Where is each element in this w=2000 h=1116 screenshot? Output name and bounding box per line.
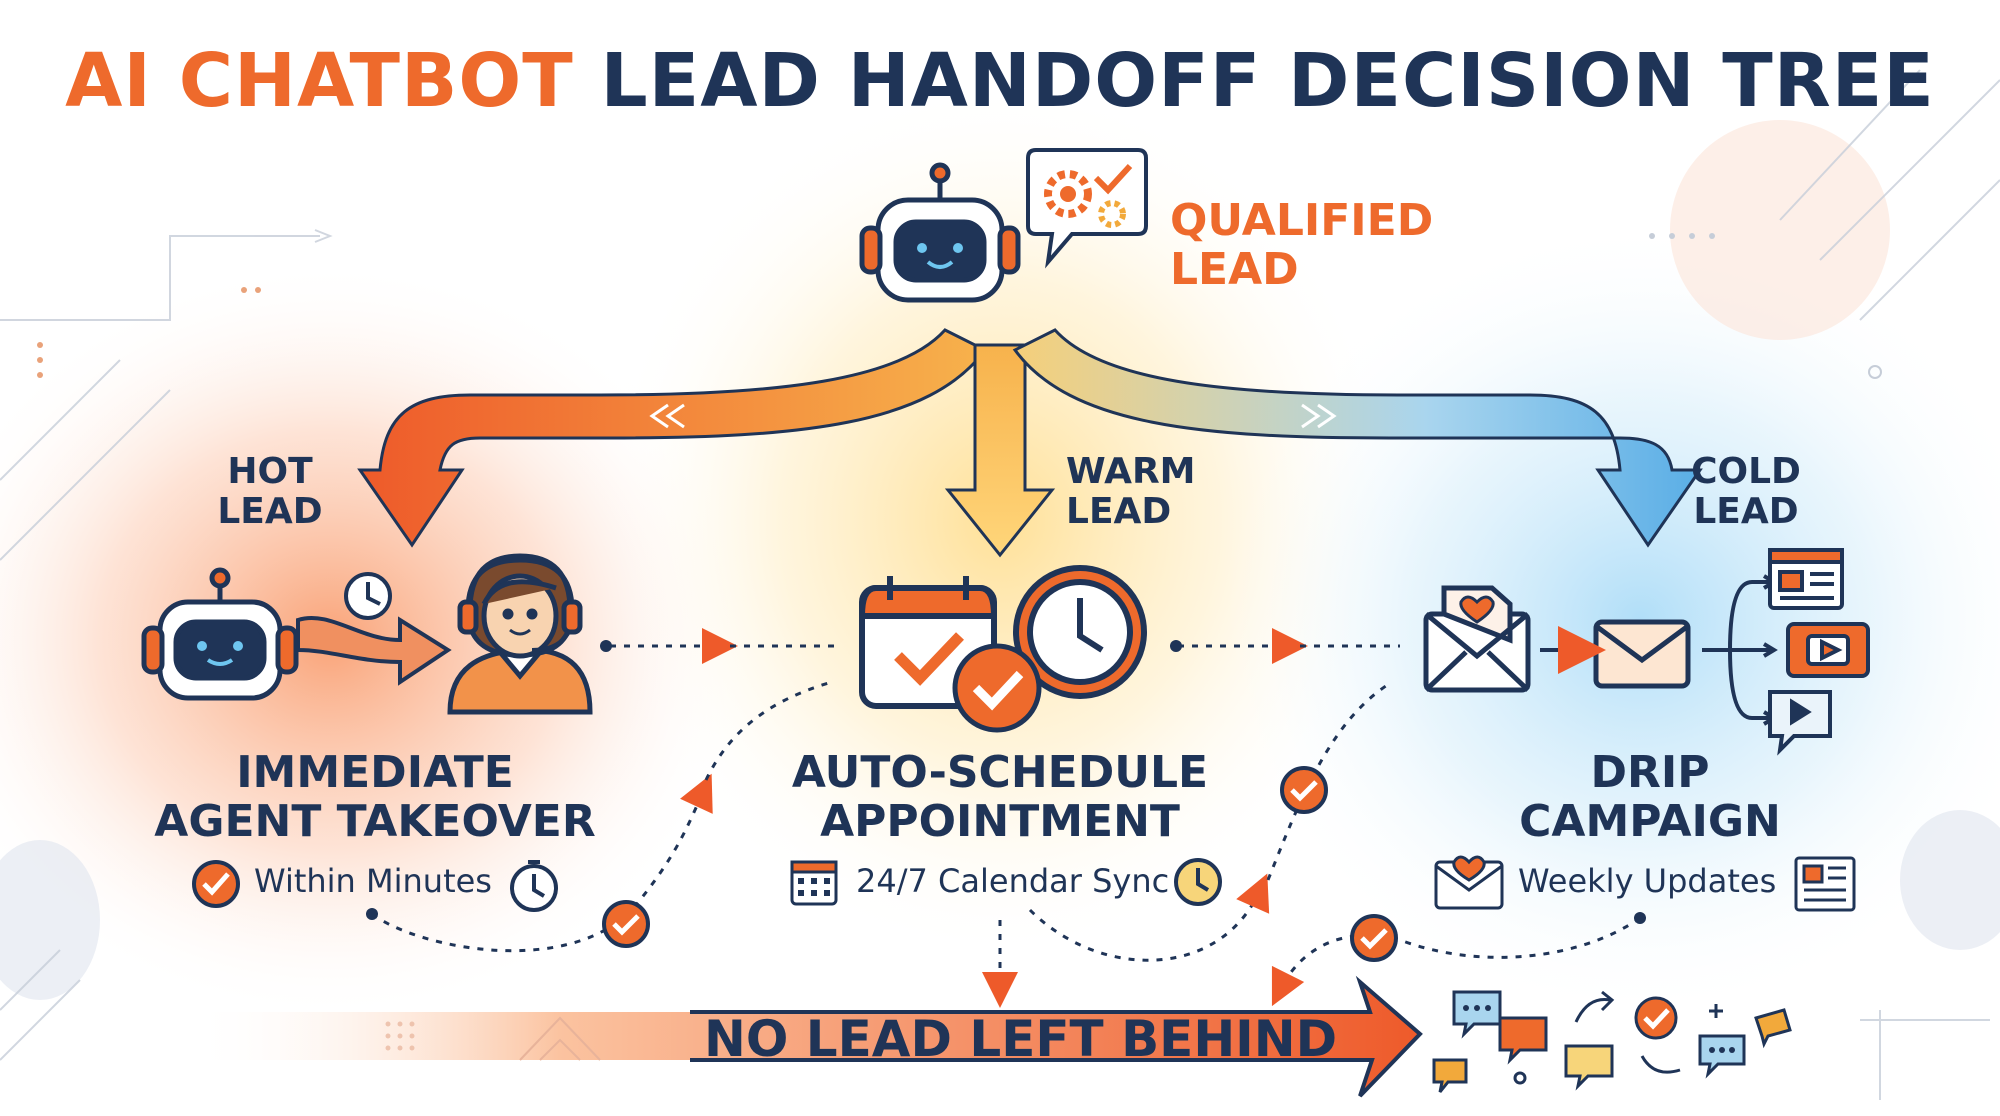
- hot-lead-tag: HOT LEAD: [200, 451, 340, 533]
- within-minutes-check-icon: [192, 860, 240, 908]
- cold-lead-tag: COLD LEAD: [1676, 451, 1816, 533]
- warm-lead-tag-line1: WARM: [1066, 451, 1196, 492]
- small-calendar-icon: [790, 860, 838, 906]
- newsletter-web-icon: [1768, 548, 1844, 610]
- decorative-lines: [0, 69, 2000, 1100]
- hot-lead-tag-line1: HOT: [227, 451, 313, 492]
- video-icon: [1786, 622, 1870, 678]
- big-clock-icon: [1013, 565, 1147, 699]
- qualified-lead-line1: QUALIFIED: [1170, 195, 1434, 246]
- page-title: AI CHATBOT LEAD HANDOFF DECISION TREE: [0, 38, 2000, 124]
- video-message-icon: [1768, 690, 1832, 756]
- hot-robot-icon: [141, 567, 299, 701]
- cold-detail-text: Weekly Updates: [1518, 862, 1777, 900]
- root-robot-icon: [859, 162, 1021, 303]
- hot-handoff-arrow-icon: [296, 616, 452, 686]
- checkpoint-icons: [602, 766, 1398, 962]
- title-accent: AI CHATBOT: [65, 38, 574, 124]
- hot-lead-tag-line2: LEAD: [217, 491, 323, 533]
- hot-action-title: IMMEDIATE AGENT TAKEOVER: [110, 748, 640, 847]
- hot-clock-icon: [344, 572, 392, 620]
- cold-action-line2: CAMPAIGN: [1519, 796, 1781, 848]
- cold-lead-tag-line2: LEAD: [1693, 491, 1799, 533]
- hot-branch-arrow: [357, 328, 988, 548]
- small-love-letter-icon: [1434, 855, 1504, 910]
- warm-lead-tag: WARM LEAD: [1066, 451, 1196, 533]
- decorative-dots: [37, 233, 1882, 379]
- cold-lead-tag-line1: COLD: [1691, 451, 1801, 492]
- hot-action-line2: AGENT TAKEOVER: [154, 796, 596, 848]
- warm-lead-tag-line2: LEAD: [1066, 491, 1172, 533]
- warm-branch-arrow: [944, 343, 1056, 558]
- small-clock-icon: [1174, 858, 1222, 906]
- warm-detail-text: 24/7 Calendar Sync: [856, 862, 1170, 900]
- hot-action-line1: IMMEDIATE: [236, 747, 514, 798]
- warm-action-title: AUTO-SCHEDULE APPOINTMENT: [740, 748, 1260, 847]
- hot-detail-text: Within Minutes: [254, 862, 492, 900]
- stopwatch-icon: [510, 860, 558, 912]
- banner-text: NO LEAD LEFT BEHIND: [704, 1010, 1338, 1068]
- cold-action-line1: DRIP: [1590, 747, 1710, 798]
- chat-bubbles-cluster: [1432, 990, 1792, 1093]
- cold-branch-arrow: [1012, 328, 1703, 548]
- envelope-icon: [1593, 619, 1691, 689]
- banner-arrow: [190, 975, 1423, 1098]
- warm-action-line2: APPOINTMENT: [820, 796, 1180, 848]
- small-newsletter-icon: [1794, 856, 1856, 912]
- branch-arrows: [357, 328, 1703, 558]
- love-letter-icon: [1423, 585, 1531, 693]
- cold-action-title: DRIP CAMPAIGN: [1430, 748, 1870, 847]
- qualified-lead-label: QUALIFIED LEAD: [1170, 196, 1433, 295]
- qualified-lead-line2: LEAD: [1170, 244, 1299, 296]
- support-agent-icon: [447, 553, 593, 715]
- connector-dots: [366, 640, 1646, 924]
- gears-speech-bubble-icon: [1026, 148, 1148, 269]
- approved-check-badge-icon: [952, 643, 1042, 733]
- warm-action-line1: AUTO-SCHEDULE: [791, 747, 1209, 798]
- title-rest: LEAD HANDOFF DECISION TREE: [573, 38, 1935, 124]
